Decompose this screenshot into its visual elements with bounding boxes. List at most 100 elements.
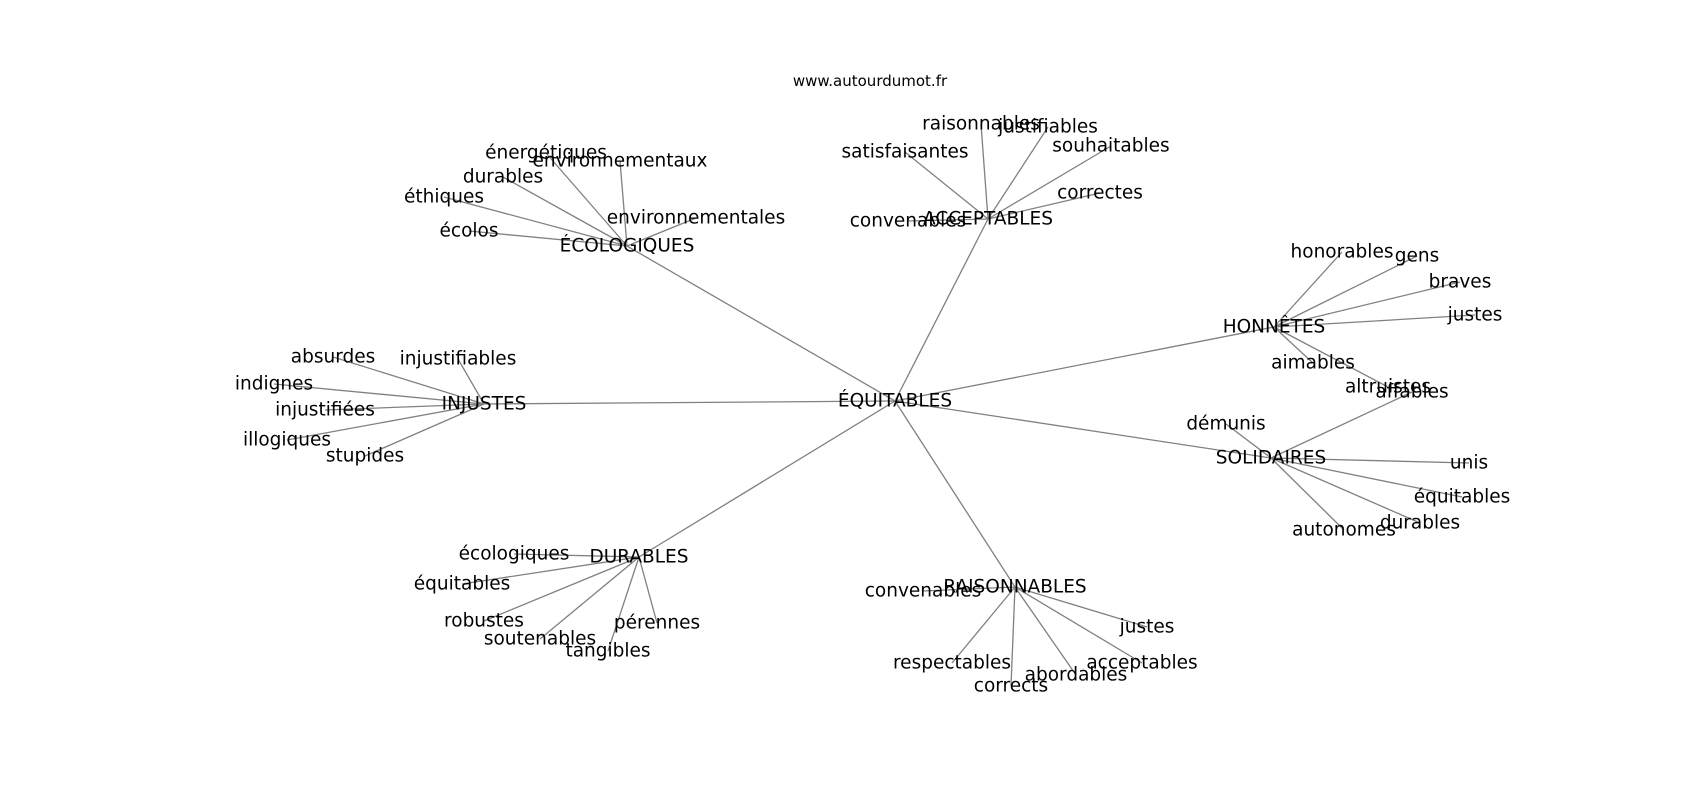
leaf-node-label: justes: [1119, 617, 1175, 638]
edge-hub-leaf: [638, 556, 658, 624]
edge-hub-leaf: [626, 217, 697, 247]
leaf-node-label: écolos: [440, 221, 499, 242]
leaf-node-label: justes: [1447, 305, 1503, 326]
leaf-node-label: acceptables: [1086, 653, 1197, 674]
leaf-node-label: corrects: [974, 676, 1048, 697]
edge-hub-leaf: [1273, 251, 1343, 328]
edge-hub-leaf: [364, 403, 485, 457]
hub-node-label: ÉCOLOGIQUES: [560, 235, 695, 257]
leaf-node-label: unis: [1450, 453, 1488, 474]
edge-hub-leaf: [483, 556, 640, 622]
edge-hub-leaf: [922, 586, 1016, 592]
hub-node-label: SOLIDAIRES: [1216, 448, 1326, 469]
leaf-node-label: robustes: [444, 611, 524, 632]
hub-node-label: INJUSTES: [442, 394, 527, 415]
edge-hub-leaf: [619, 160, 628, 247]
leaf-node-label: convenables: [865, 581, 982, 602]
leaf-node-label: soutenables: [484, 629, 596, 650]
leaf-node-label: souhaitables: [1052, 136, 1169, 157]
leaf-node-label: durables: [1380, 513, 1460, 534]
leaf-node-label: injustifiées: [275, 400, 375, 421]
edge-hub-leaf: [987, 192, 1101, 220]
leaf-node-label: absurdes: [291, 347, 376, 368]
leaf-node-label: énergétiques: [485, 143, 607, 164]
leaf-node-label: équitables: [414, 574, 510, 595]
edge-hub-leaf: [1270, 457, 1470, 464]
hub-node-label: DURABLES: [590, 547, 689, 568]
leaf-node-label: affables: [1375, 382, 1448, 403]
edge-hub-leaf: [907, 218, 989, 222]
edge-root-hub: [894, 326, 1275, 402]
leaf-node-label: autonomes: [1292, 520, 1396, 541]
edge-hub-leaf: [1270, 457, 1421, 524]
leaf-node-label: injustifiables: [400, 349, 517, 370]
edge-hub-leaf: [332, 356, 485, 405]
leaf-node-label: environnementaux: [533, 151, 708, 172]
edge-hub-leaf: [324, 403, 485, 411]
leaf-node-label: environnementales: [607, 208, 785, 229]
edge-hub-leaf: [980, 123, 989, 220]
edge-hub-leaf: [1010, 586, 1016, 687]
edge-hub-leaf: [1273, 281, 1461, 328]
edge-root-hub: [483, 400, 896, 405]
edge-hub-leaf: [1014, 586, 1148, 628]
edge-hub-leaf: [1273, 326, 1314, 364]
root-node-label: ÉQUITABLES: [838, 390, 952, 412]
leaf-node-label: aimables: [1271, 353, 1355, 374]
edge-hub-leaf: [987, 126, 1049, 220]
site-url-label: www.autourdumot.fr: [792, 72, 948, 90]
leaf-node-label: braves: [1429, 272, 1492, 293]
edge-hub-leaf: [1273, 326, 1389, 388]
edge-hub-leaf: [1270, 457, 1345, 531]
leaf-node-label: raisonnables: [922, 114, 1040, 135]
edge-hub-leaf: [461, 556, 640, 585]
edge-root-hub: [638, 400, 896, 558]
leaf-node-label: indignes: [235, 374, 313, 395]
leaf-node-label: gens: [1395, 246, 1440, 267]
hub-node-label: RAISONNABLES: [943, 577, 1086, 598]
leaf-node-label: justifiables: [997, 117, 1098, 138]
leaf-node-label: correctes: [1057, 183, 1143, 204]
edge-hub-leaf: [443, 196, 628, 247]
edge-hub-leaf: [1225, 423, 1272, 459]
edge-hub-leaf: [286, 403, 485, 441]
edge-hub-leaf: [1273, 314, 1476, 328]
edge-hub-leaf: [951, 586, 1016, 664]
edge-hub-leaf: [468, 230, 628, 247]
leaf-node-label: respectables: [893, 653, 1011, 674]
hub-node-label: HONNÊTES: [1223, 316, 1326, 338]
leaf-node-label: éthiques: [404, 187, 484, 208]
leaf-node-label: convenables: [850, 211, 967, 232]
leaf-node-label: pérennes: [614, 613, 700, 634]
edge-hub-leaf: [1270, 391, 1413, 459]
edge-root-hub: [894, 400, 1016, 588]
edge-hub-leaf: [545, 152, 628, 247]
hub-node-label: ACCEPTABLES: [923, 209, 1053, 230]
edge-hub-leaf: [904, 151, 989, 220]
edge-hub-leaf: [539, 556, 640, 640]
leaf-node-label: démunis: [1186, 414, 1265, 435]
leaf-node-label: durables: [463, 167, 543, 188]
edge-hub-leaf: [513, 553, 640, 558]
leaf-node-label: abordables: [1025, 665, 1128, 686]
edge-hub-leaf: [502, 176, 628, 247]
labels-layer: ÉQUITABLESÉCOLOGIQUESénergétiquesenviron…: [235, 114, 1510, 697]
edge-hub-leaf: [1273, 255, 1418, 328]
leaf-node-label: stupides: [326, 446, 404, 467]
edge-root-hub: [626, 245, 896, 402]
edge-hub-leaf: [457, 358, 485, 405]
leaf-node-label: équitables: [1414, 487, 1510, 508]
leaf-node-label: altruistes: [1345, 377, 1431, 398]
edge-hub-leaf: [987, 145, 1112, 220]
leaf-node-label: tangibles: [565, 641, 650, 662]
edge-hub-leaf: [1014, 586, 1077, 676]
edge-root-hub: [894, 400, 1272, 459]
edge-root-hub: [894, 218, 989, 402]
edge-hub-leaf: [1014, 586, 1143, 664]
leaf-node-label: illogiques: [243, 430, 331, 451]
leaf-node-label: honorables: [1291, 242, 1394, 263]
leaf-node-label: satisfaisantes: [842, 142, 969, 163]
edge-hub-leaf: [1270, 457, 1463, 498]
edges-layer: [273, 123, 1476, 687]
